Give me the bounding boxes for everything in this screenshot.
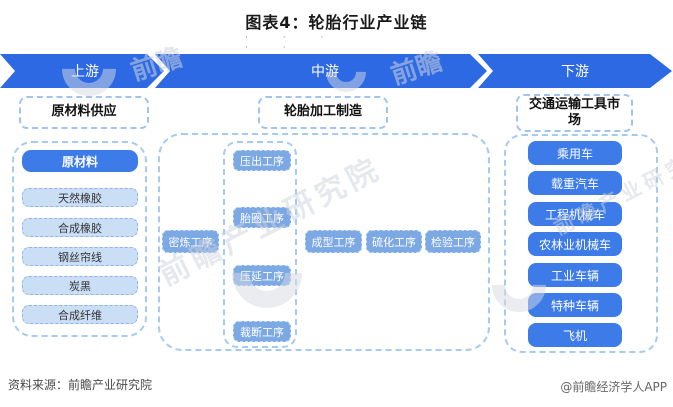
downstream-item-passenger-car: 乘用车 [528,141,622,165]
banner-segment-upstream: 上游 [71,64,99,80]
midstream-step-vulcanization: 硫化工序 [366,230,422,253]
midstream-substep-cutting: 裁断工序 [233,321,291,342]
chain-stage-banner: 上游 中游 下游 [0,54,673,88]
downstream-item-industrial-vehicle: 工业车辆 [528,263,622,287]
downstream-item-engineering-vehicle: 工程机械车 [528,202,622,226]
upstream-item-synthetic-fiber: 合成纤维 [22,305,138,324]
banner-chevron-shapes [0,54,672,88]
page-title: 图表4：轮胎行业产业链 [245,13,428,32]
upstream-item-natural-rubber: 天然橡胶 [22,188,138,207]
banner-segment-midstream: 中游 [311,64,339,80]
midstream-header: 轮胎加工制造 [258,96,388,129]
midstream-substep-extrusion: 压出工序 [233,150,291,171]
midstream-step-mixing: 密炼工序 [162,230,219,253]
midstream-substeps-container [223,141,297,348]
app-credit-note: @前瞻经济学人APP [560,380,667,394]
midstream-step-building: 成型工序 [305,230,362,253]
dots-decoration: · · · · · [245,33,340,53]
upstream-item-synthetic-rubber: 合成橡胶 [22,218,138,237]
midstream-substep-calendering: 压延工序 [233,265,291,286]
upstream-item-carbon-black: 炭黑 [22,276,138,295]
data-source-note: 资料来源：前瞻产业研究院 [8,378,153,392]
upstream-group-container [12,141,147,337]
upstream-lead-box: 原材料 [22,150,138,172]
upstream-item-steel-cord: 钢丝帘线 [22,247,138,266]
banner-segment-downstream: 下游 [561,64,589,80]
downstream-header: 交通运输工具市场 [516,94,633,132]
upstream-header: 原材料供应 [19,96,149,129]
downstream-item-aircraft: 飞机 [528,323,622,347]
downstream-item-agri-forestry-machinery: 农林业机械车 [528,232,622,256]
downstream-item-heavy-truck: 载重汽车 [528,171,622,195]
downstream-group-container [504,134,658,353]
midstream-substep-bead: 胎圈工序 [233,207,291,228]
midstream-group-container [158,133,490,351]
midstream-step-inspection: 检验工序 [425,230,481,253]
downstream-item-special-vehicle: 特种车辆 [528,293,622,317]
